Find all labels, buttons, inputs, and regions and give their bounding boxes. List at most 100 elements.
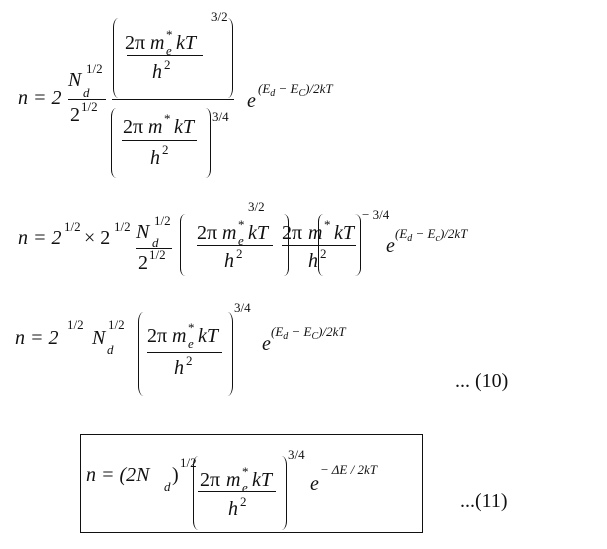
eq2-sup: 1/2	[64, 219, 81, 234]
eq2-p2-sq: 2	[320, 246, 327, 261]
eq1-num-e: e	[166, 43, 172, 58]
fraction-bar	[127, 55, 203, 57]
eq1-num-m: m	[150, 32, 165, 54]
exp-sub: c	[435, 233, 440, 244]
eq1-den-h: h	[150, 147, 160, 169]
exp-part: )/2kT	[318, 324, 346, 339]
right-paren	[222, 312, 233, 396]
exp-part: − E	[275, 81, 299, 96]
eq2-p1-sq: 2	[236, 246, 243, 261]
eq1-num-2pi: 2π	[125, 32, 146, 54]
main-fraction-bar	[112, 99, 234, 101]
eq1-two: 2	[70, 104, 80, 126]
eq2-p1-2pi: 2π	[197, 222, 218, 244]
eq3-power: 3/4	[234, 300, 251, 315]
exp-part: − E	[288, 324, 312, 339]
eq2-N-sup: 1/2	[154, 213, 171, 228]
eq1-den-sq: 2	[162, 142, 169, 157]
exp-sub: d	[283, 331, 289, 342]
eq3-sup: 1/2	[67, 317, 84, 332]
eq2-exponent: (Ed − Ec)/2kT	[395, 227, 467, 244]
eq2-p2-star: *	[324, 217, 331, 232]
eq4-sub: d	[164, 479, 171, 494]
eq2-p2-h: h	[308, 250, 318, 272]
eq2-N-sub: d	[152, 235, 159, 250]
eq4-kT: kT	[252, 469, 272, 491]
eq2-two: 2	[138, 252, 148, 274]
left-paren	[193, 456, 204, 530]
exp-part: (E	[258, 81, 271, 96]
eq3-lhs: n = 2	[15, 327, 59, 349]
fraction-bar	[68, 99, 106, 101]
eq3-h: h	[174, 357, 184, 379]
fraction-bar	[198, 491, 276, 493]
eq3-2pi: 2π	[147, 325, 168, 347]
eq2-p2-m: m	[308, 222, 323, 244]
eq3-m: m	[172, 325, 187, 347]
eq3-N: N	[92, 327, 106, 349]
exp-part: − E	[412, 226, 436, 241]
eq1-den-m: m	[148, 116, 163, 138]
eq2-p1-e: e	[238, 233, 244, 248]
left-paren	[111, 108, 122, 178]
right-paren	[348, 214, 361, 276]
eq2-two-sup: 1/2	[149, 247, 166, 262]
eq3-sq: 2	[186, 353, 193, 368]
eq4-e-sub: e	[242, 480, 248, 495]
fraction-bar	[197, 245, 273, 247]
exp-sub: C	[298, 88, 306, 99]
left-paren	[180, 214, 191, 276]
left-paren	[113, 18, 124, 98]
eq1-num-power: 3/2	[211, 9, 228, 24]
eq3-exponent: (Ed − EC)/2kT	[271, 325, 346, 342]
eq2-N: N	[136, 221, 150, 243]
exp-sub: d	[407, 233, 413, 244]
eq4-2pi: 2π	[200, 469, 221, 491]
eq1-exponent: (Ed − EC)/2kT	[258, 82, 333, 99]
eq2-e: e	[386, 235, 395, 257]
eq2-lhs: n = 2	[18, 227, 62, 249]
exp-sub: d	[270, 88, 276, 99]
eq1-num-h: h	[152, 61, 162, 83]
eq2-p1-power: 3/2	[248, 199, 265, 214]
eq4-lhs: n = (2N	[86, 464, 150, 486]
eq4-rparen: )	[172, 464, 179, 486]
eq2-p1-star: *	[238, 217, 245, 232]
eq4-exponent: − ΔE / 2kT	[320, 462, 377, 477]
fraction-bar	[282, 245, 356, 247]
eq4-sq: 2	[240, 494, 247, 509]
eq4-power: 3/4	[288, 447, 305, 462]
exp-part: )/2kT	[439, 226, 468, 241]
eq2-times: × 2	[84, 227, 111, 249]
eq1-N-sup: 1/2	[86, 61, 103, 76]
eq4-m: m	[226, 469, 241, 491]
eq2-p1-m: m	[222, 222, 237, 244]
eq3-e-sub: e	[188, 336, 194, 351]
right-paren	[222, 18, 233, 98]
eq2-p2-kT: kT	[334, 222, 354, 244]
exp-part: )/2kT	[305, 81, 333, 96]
eq1-den-power: 3/4	[212, 109, 229, 124]
eq2-p1-h: h	[224, 250, 234, 272]
fraction-bar	[147, 352, 222, 354]
eq1-den-2pi: 2π	[123, 116, 144, 138]
eq1-e: e	[247, 90, 256, 112]
exp-part: (E	[271, 324, 284, 339]
eq1-num-kT: kT	[176, 32, 196, 54]
eq3-N-sub: d	[107, 342, 114, 357]
eq4-h: h	[228, 498, 238, 520]
eq3-N-sup: 1/2	[108, 317, 125, 332]
eq2-sup: 1/2	[114, 219, 131, 234]
equation-box	[80, 434, 423, 533]
right-paren	[200, 108, 211, 178]
eq2-p2-power: − 3/4	[362, 207, 390, 222]
eq1-lhs: n = 2	[18, 87, 62, 109]
left-paren	[138, 312, 149, 396]
equation-number-10: ... (10)	[455, 370, 509, 392]
right-paren	[276, 456, 287, 530]
eq1-N-sub: d	[83, 85, 90, 100]
eq2-p1-kT: kT	[248, 222, 268, 244]
eq1-two-sup: 1/2	[81, 99, 98, 114]
eq3-star: *	[188, 320, 195, 335]
eq1-num-star: *	[166, 27, 173, 42]
